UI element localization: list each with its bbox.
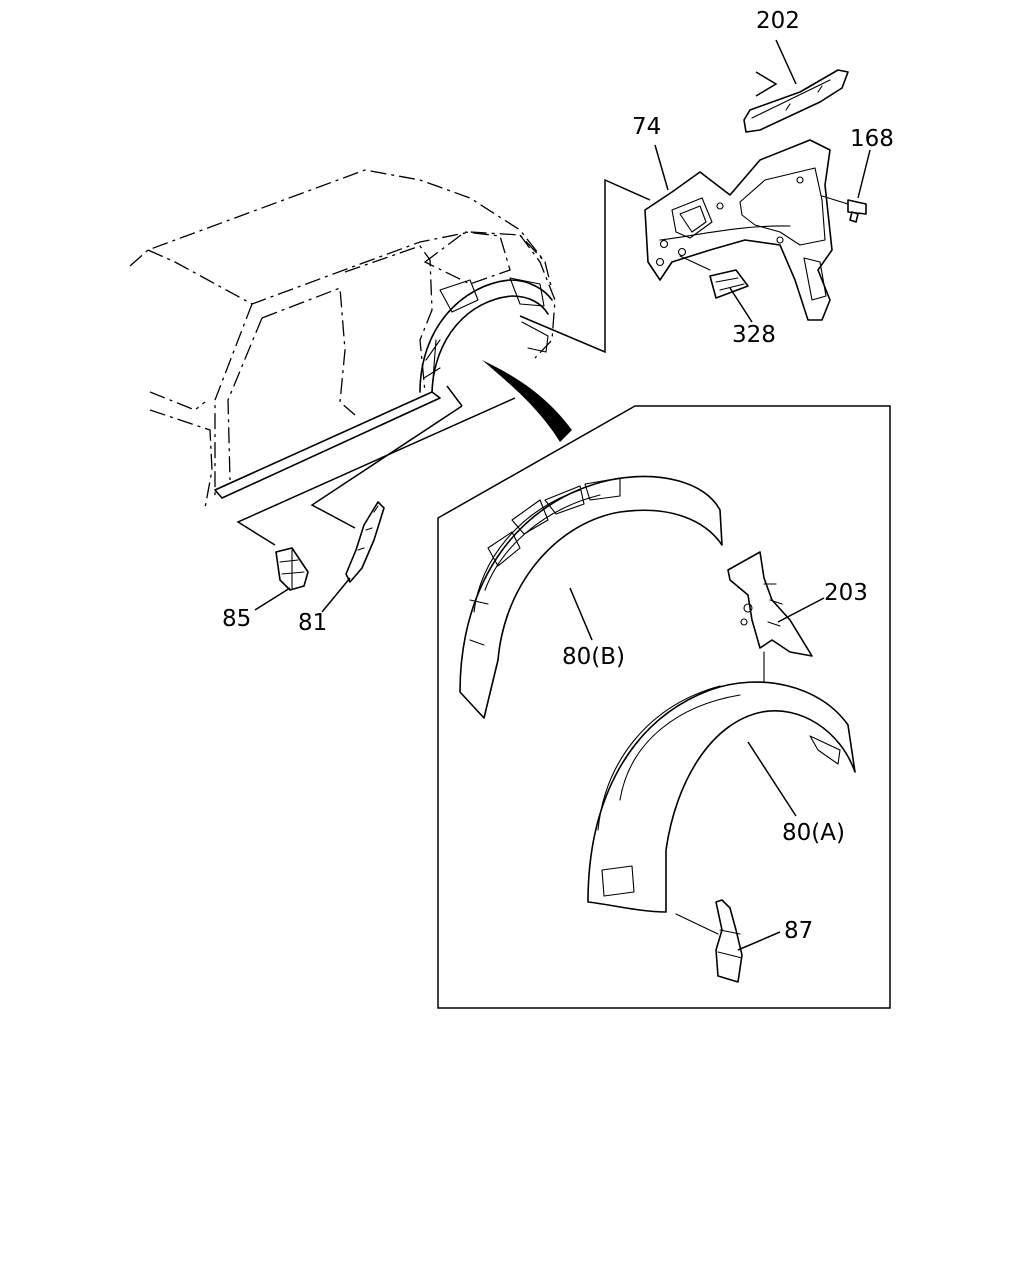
label-168: 168 (850, 126, 894, 152)
label-80a: 80(A) (782, 820, 845, 846)
body-rear-wheelhouse (419, 277, 553, 393)
part-328-clip (679, 255, 753, 323)
label-81: 81 (298, 610, 327, 636)
rocker-sill (214, 339, 441, 499)
part-203-bracket (727, 551, 825, 701)
label-203: 203 (824, 580, 868, 606)
part-81-bracket (321, 501, 385, 613)
leader-lines-lower (236, 385, 516, 546)
leader-74-assembly (519, 178, 651, 354)
part-85-bracket (254, 547, 309, 611)
part-168-bolt (821, 149, 871, 223)
part-80a-wheelhouse-inner (587, 681, 856, 913)
view-arrow (482, 360, 572, 442)
part-labels: 202 74 168 328 203 80(B) 80(A) 85 81 87 (222, 8, 894, 944)
part-80b-wheelhouse-outer (459, 475, 723, 719)
label-74: 74 (632, 114, 661, 140)
label-87: 87 (784, 918, 813, 944)
part-87-bracket (675, 899, 781, 983)
part-202-panel (743, 39, 849, 133)
label-80b: 80(B) (562, 644, 625, 670)
vehicle-body-outline (129, 169, 556, 509)
label-85: 85 (222, 606, 251, 632)
label-328: 328 (732, 322, 776, 348)
label-202: 202 (756, 8, 800, 34)
part-74-inner-panel (644, 139, 833, 321)
inset-detail-box (437, 405, 891, 1009)
